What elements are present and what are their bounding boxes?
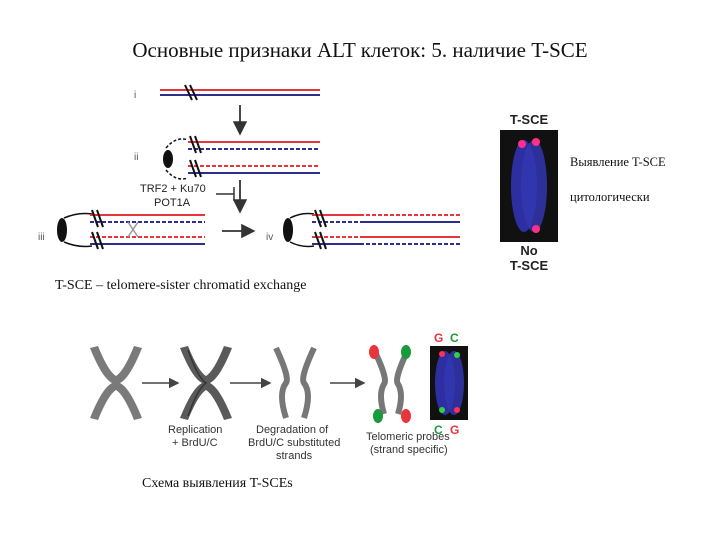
step2-line3: strands	[276, 450, 313, 462]
chromosome-replicated	[180, 346, 232, 420]
probe-micrograph	[430, 346, 468, 420]
step-iv-result	[283, 210, 460, 249]
micrograph-image	[500, 130, 558, 242]
step-i-label: i	[134, 90, 136, 101]
inhibitor-line-1: TRF2 + Ku70	[140, 183, 206, 195]
step-iv-label: iv	[266, 232, 273, 243]
probe-label-bottom-left: C	[434, 423, 443, 437]
step-ii-replicated-telomeres	[163, 136, 320, 179]
detection-scheme-diagram: Replication + BrdU/C Degradation of BrdU…	[80, 330, 490, 470]
bottom-caption: Схема выявления T-SCEs	[142, 476, 293, 492]
step-iii-exchange	[57, 210, 205, 249]
micrograph-label-tsce: T-SCE	[498, 258, 560, 273]
step-i-telomere	[160, 85, 320, 100]
step1-line1: Replication	[168, 424, 222, 436]
micrograph-label-no: No	[498, 243, 560, 258]
probed-strands	[369, 345, 411, 423]
step2-caption: Degradation of BrdU/C substituted strand…	[248, 424, 343, 462]
inhibitor-line-2: POT1A	[154, 197, 191, 209]
t-sce-micrograph: T-SCE No T-SCE	[498, 112, 560, 274]
page-title: Основные признаки ALT клеток: 5. наличие…	[0, 38, 720, 63]
step3-line2: (strand specific)	[370, 444, 448, 456]
step1-caption: Replication + BrdU/C	[168, 424, 225, 449]
micrograph-label-top: T-SCE	[498, 112, 560, 128]
chromosome-unreplicated	[90, 346, 142, 420]
t-sce-mechanism-diagram: i ii iii iv TRF2 + Ku70 POT1A	[30, 80, 470, 265]
step-iii-label: iii	[38, 232, 45, 243]
step2-line2: BrdU/C substituted	[248, 437, 340, 449]
degraded-strands	[276, 348, 314, 418]
step2-line1: Degradation of	[256, 424, 329, 436]
side-note-line-2: цитологически	[570, 190, 650, 205]
probe-label-bottom-right: G	[450, 423, 459, 437]
definition-text: T-SCE – telomere-sister chromatid exchan…	[55, 278, 306, 294]
probe-label-top-right: C	[450, 331, 459, 345]
side-note-line-1: Выявление T-SCE	[570, 155, 666, 170]
step-ii-label: ii	[134, 152, 138, 163]
step1-line2: + BrdU/C	[172, 437, 218, 449]
probe-label-top-left: G	[434, 331, 443, 345]
